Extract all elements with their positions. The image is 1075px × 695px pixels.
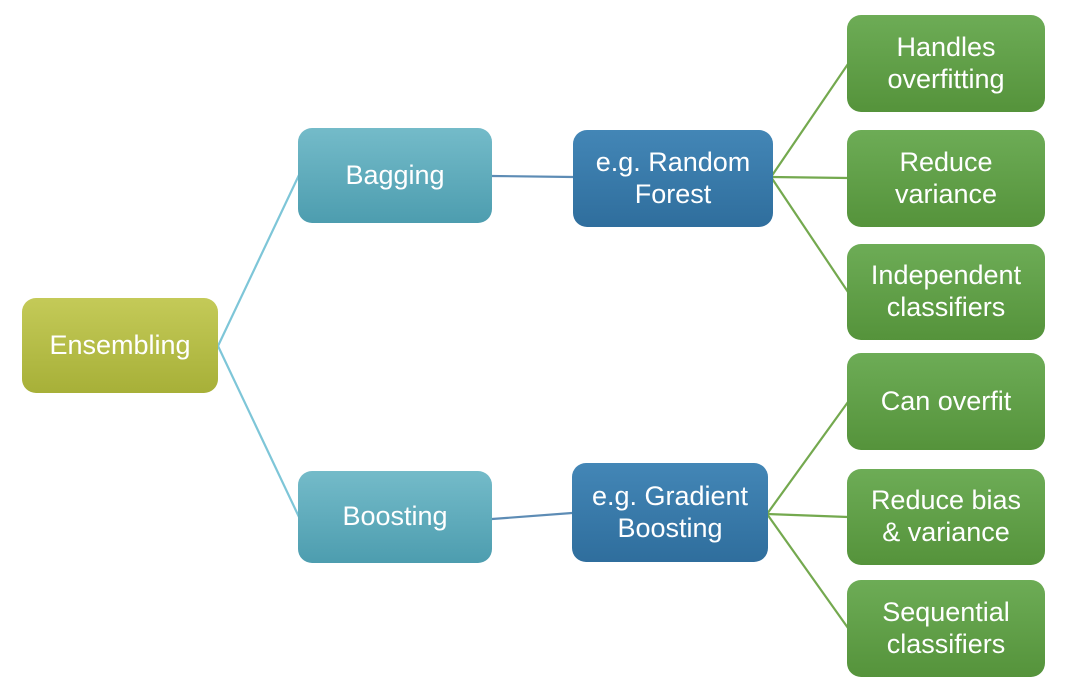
node-handles-overfitting: Handles overfitting [847,15,1045,112]
edge-ensembling-boosting [216,344,301,519]
node-bagging: Bagging [298,128,492,223]
edge-random-forest-handles-overfitting [769,62,850,179]
node-random-forest: e.g. Random Forest [573,130,773,227]
edge-bagging-random-forest [490,174,575,179]
node-sequential-classifiers: Sequential classifiers [847,580,1045,677]
node-reduce-variance: Reduce variance [847,130,1045,227]
node-boosting: Boosting [298,471,492,563]
edge-ensembling-bagging [216,173,301,348]
edge-gradient-boosting-sequential-classifiers [765,512,850,630]
node-independent-classifiers: Independent classifiers [847,244,1045,340]
edge-gradient-boosting-can-overfit [765,400,850,516]
edge-random-forest-independent-classifiers [769,175,850,294]
node-gradient-boosting: e.g. Gradient Boosting [572,463,768,562]
edge-boosting-gradient-boosting [490,511,574,521]
node-can-overfit: Can overfit [847,353,1045,450]
node-ensembling: Ensembling [22,298,218,393]
edge-gradient-boosting-reduce-bias-variance [765,512,850,519]
node-reduce-bias-variance: Reduce bias & variance [847,469,1045,565]
edge-random-forest-reduce-variance [769,175,850,180]
